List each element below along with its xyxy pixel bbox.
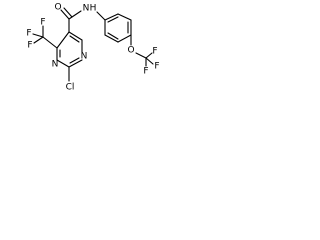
atom-chlorine: Cl xyxy=(66,83,75,93)
atom-ring-nitrogen-lower: N xyxy=(52,60,59,70)
atom-ring-nitrogen-upper: N xyxy=(81,52,88,62)
atom-carbonyl-oxygen: O xyxy=(54,3,61,13)
atom-ether-oxygen: O xyxy=(127,46,134,56)
bond-carbonyl-o-double xyxy=(63,7,73,18)
atom-ocf3-f2: F xyxy=(152,47,157,57)
bond-ar4-ar5 xyxy=(117,34,132,43)
bond-c5-c6 xyxy=(68,31,83,41)
bond-n-aryl xyxy=(96,11,106,21)
atom-labels: O N H N N Cl F F F O F F F xyxy=(26,3,159,93)
bond-ar1-ar2-double xyxy=(107,16,119,23)
atom-amide-nitrogen: N xyxy=(83,4,90,14)
bond-ar5-ar6-double xyxy=(107,32,119,40)
atom-cf3-ring-f1: F xyxy=(40,18,45,28)
atom-ocf3-f3: F xyxy=(154,62,159,72)
bond-ar1-ar2 xyxy=(104,13,119,21)
bond-c4-c5 xyxy=(56,31,70,49)
bond-ocf3-f2 xyxy=(145,52,153,59)
bond-c5-c6-double xyxy=(69,35,80,43)
atom-ocf3-f1: F xyxy=(143,67,148,77)
bond-n1-c2-double xyxy=(69,57,80,64)
bond-c2-n3 xyxy=(56,59,70,68)
bond-ar2-ar3 xyxy=(117,13,132,21)
atom-cf3-ring-f3: F xyxy=(26,29,31,39)
chemical-structure: O N H N N Cl F F F O F F F xyxy=(26,3,159,93)
bond-cf3-f3 xyxy=(32,33,44,38)
bond-cf3-f2 xyxy=(33,36,44,44)
bonds xyxy=(32,7,154,82)
bond-ar5-ar6 xyxy=(104,34,119,43)
atom-amide-hydrogen: H xyxy=(90,4,97,14)
bond-ether-o-cf3 xyxy=(135,52,147,59)
bond-n1-c2 xyxy=(68,59,83,68)
bond-ocf3-f3 xyxy=(145,57,154,65)
atom-cf3-ring-f2: F xyxy=(27,41,32,51)
bond-carbonyl-o xyxy=(60,9,70,20)
bond-c4-cf3 xyxy=(42,36,58,49)
bond-carbonyl-n xyxy=(68,10,82,20)
